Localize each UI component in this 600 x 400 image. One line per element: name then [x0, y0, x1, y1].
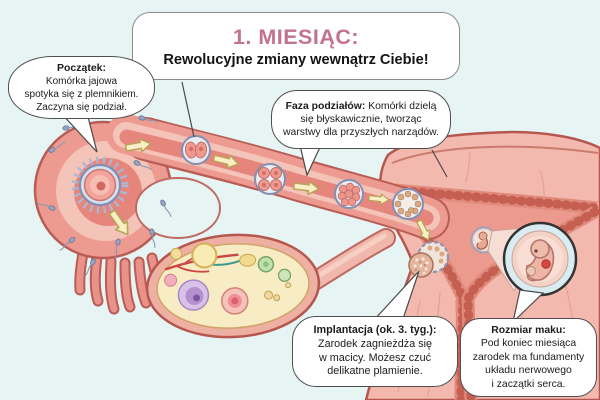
callout-line: Komórka jajowa: [45, 75, 118, 87]
callout-line: spotyka się z plemnikiem.: [24, 88, 139, 100]
ovary: [145, 233, 321, 339]
embryo-head: [530, 239, 550, 259]
fundus-contour: [391, 145, 599, 164]
callout-heading: Rozmiar maku:: [491, 324, 566, 336]
tube-opening: [135, 177, 221, 239]
title-banner: 1. MIESIĄC: Rewolucyjne zmiany wewnątrz …: [132, 12, 460, 80]
fertilized-egg-icon: [71, 156, 129, 214]
blastocyst-icon: [392, 188, 424, 220]
rozmiar-tail: [511, 289, 545, 324]
callout-line: układu nerwowego: [485, 365, 572, 377]
page-title: 1. MIESIĄC:: [232, 24, 360, 49]
four-cell-stage-icon: [254, 163, 286, 195]
embryo-eye: [534, 249, 538, 253]
page-subtitle: Rewolucyjne zmiany wewnątrz Ciebie!: [163, 51, 429, 68]
implantation-icon: [408, 240, 450, 278]
callout-body: Komórki dzielą się błyskawicznie, tworzą…: [283, 100, 439, 139]
callout-line: delikatne plamienie.: [327, 365, 423, 378]
callout-implantacja: Implantacja (ok. 3. tyg.): Zarodek zagni…: [292, 316, 458, 387]
callout-heading: Implantacja (ok. 3. tyg.):: [313, 323, 437, 336]
callout-line: Zaczyna się podział.: [36, 101, 127, 113]
embryo-heart: [541, 259, 551, 269]
title-leader-line: [181, 81, 195, 138]
morula-icon: [334, 179, 364, 209]
callout-faza-podzialow: Faza podziałów: Komórki dzielą się błysk…: [271, 90, 451, 149]
callout-line: Pod koniec miesiąca: [480, 338, 577, 350]
sperm-cells: [36, 115, 172, 277]
callout-line: w macicy. Możesz czuć: [319, 351, 431, 364]
callout-text: Faza podziałów: Komórki dzielą się błysk…: [281, 100, 441, 140]
yolk-sac: [526, 266, 536, 276]
follicles: [164, 242, 292, 315]
callout-line: Zarodek zagnieżdża się: [317, 337, 433, 350]
callout-poczatek: Początek: Komórka jajowa spotyka się z p…: [8, 56, 155, 119]
faza-leader-line: [431, 149, 448, 178]
callout-line: i zaczątki serca.: [491, 378, 566, 390]
embryo-magnified-icon: [502, 221, 578, 297]
callout-heading: Początek:: [56, 61, 107, 74]
callout-line: zarodek ma fundamenty: [472, 351, 585, 363]
callout-heading: Faza podziałów:: [285, 100, 366, 112]
callout-rozmiar-maku: Rozmiar maku: Pod koniec miesiąca zarode…: [460, 318, 597, 397]
two-cell-stage-icon: [181, 135, 211, 165]
